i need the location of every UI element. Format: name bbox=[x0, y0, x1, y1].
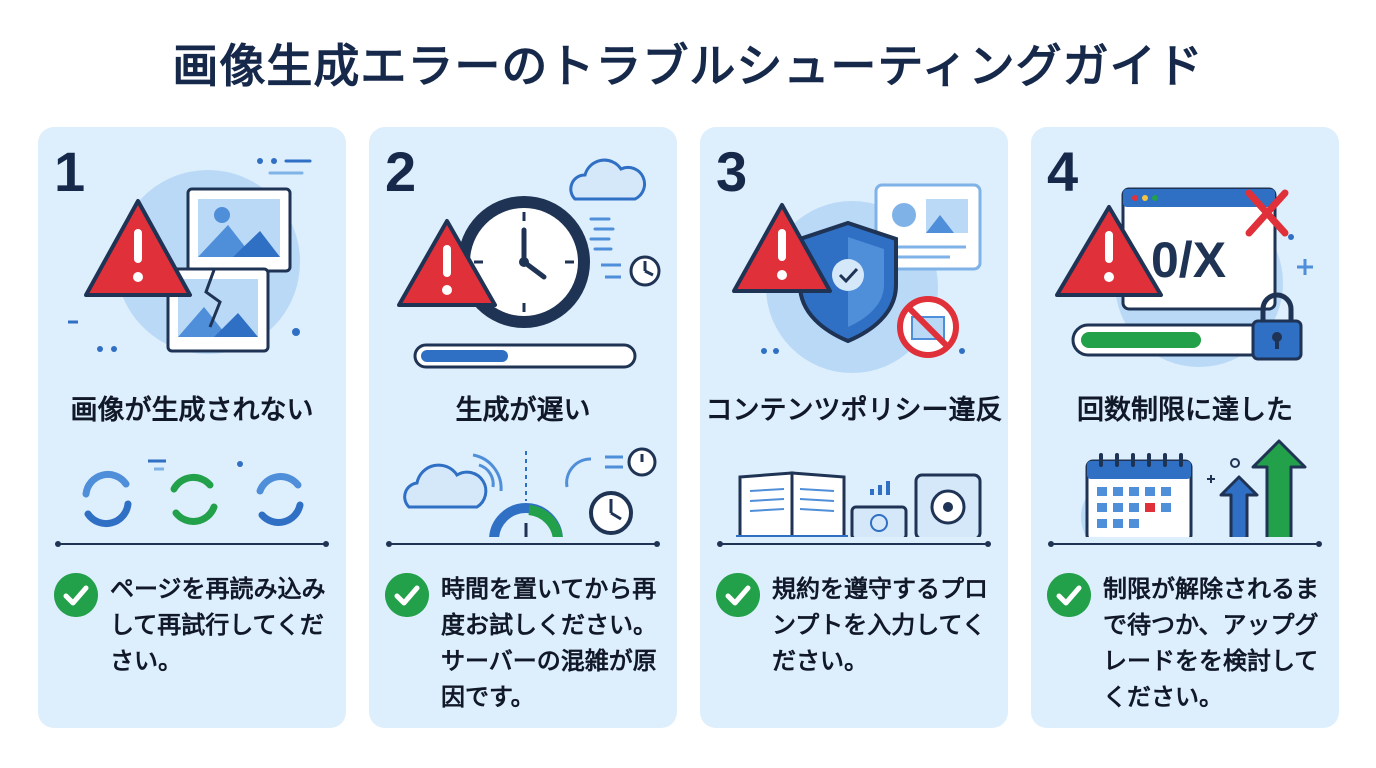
card-generation-slow: 2 生成が遅い 時間を置いてから再度お試しください。サーバーの混雑が原因です。 bbox=[369, 127, 677, 728]
check-icon bbox=[1047, 573, 1091, 617]
usage-counter: 0/X bbox=[1151, 232, 1227, 288]
card-solution: 規約を遵守するプロンプトを入力してください。 bbox=[772, 575, 988, 675]
card-number: 2 bbox=[385, 140, 417, 203]
divider bbox=[717, 541, 991, 547]
divider bbox=[386, 541, 660, 547]
card-content-policy: 3 コンテンツポリシー違反 規約を遵守するプロンプトを入力してください。 bbox=[700, 127, 1008, 728]
check-icon bbox=[716, 573, 760, 617]
check-icon bbox=[54, 573, 98, 617]
slow-progress-fill bbox=[421, 350, 508, 362]
rate-limit-illustration bbox=[1055, 187, 1313, 537]
card-solution: 制限が解除されるまで待つか、アップグレードをを検討してください。 bbox=[1103, 575, 1319, 711]
card-rate-limit: 0/X 4 回数制限に達した 制限が解除されるまで待つか、アップグレードをを検討… bbox=[1031, 127, 1339, 728]
card-image-not-generated: 1 画像が生成されない ページを再読み込みして再試行してください。 bbox=[38, 127, 346, 728]
check-icon bbox=[385, 573, 429, 617]
card-solution: ページを再読み込みして再試行してください。 bbox=[110, 575, 326, 675]
image-error-illustration bbox=[68, 158, 312, 527]
divider bbox=[1048, 541, 1322, 547]
page-title: 画像生成エラーのトラブルシューティングガイド bbox=[172, 39, 1204, 93]
slow-generation-illustration bbox=[397, 158, 661, 537]
card-heading: コンテンツポリシー違反 bbox=[705, 395, 1003, 426]
card-number: 4 bbox=[1047, 140, 1079, 203]
quota-progress-fill bbox=[1081, 332, 1201, 348]
card-solution: 時間を置いてから再度お試しください。サーバーの混雑が原因です。 bbox=[441, 575, 657, 711]
card-heading: 回数制限に達した bbox=[1077, 395, 1293, 426]
card-heading: 生成が遅い bbox=[455, 395, 591, 426]
card-number: 1 bbox=[54, 140, 86, 203]
divider bbox=[55, 541, 329, 547]
card-number: 3 bbox=[716, 140, 748, 203]
card-heading: 画像が生成されない bbox=[70, 395, 314, 426]
content-policy-illustration bbox=[732, 183, 982, 537]
